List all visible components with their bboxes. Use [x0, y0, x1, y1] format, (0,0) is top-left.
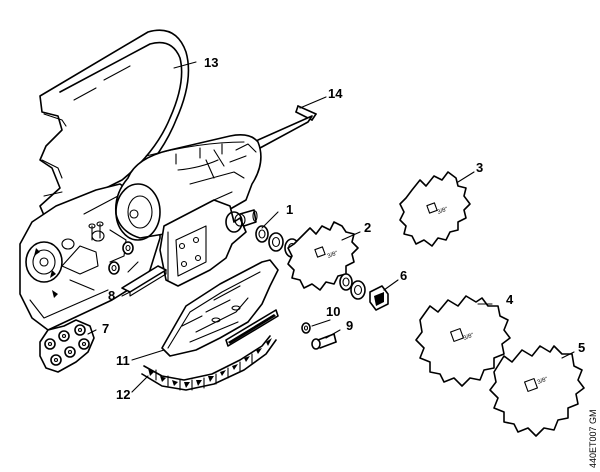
part-7-bracket [39, 319, 95, 373]
callout-13: 13 [204, 55, 218, 70]
callout-6: 6 [400, 268, 407, 283]
part-4-disc: 3/8" [415, 295, 511, 387]
part-6-nut [339, 273, 389, 311]
callout-10: 10 [326, 304, 340, 319]
callout-14: 14 [328, 86, 343, 101]
callout-3: 3 [476, 160, 483, 175]
callout-7: 7 [102, 321, 109, 336]
part-11-guide-bar [161, 259, 279, 357]
part-12-chain [141, 335, 277, 391]
callout-2: 2 [364, 220, 371, 235]
callout-1: 1 [286, 202, 293, 217]
part-9-bolt [311, 333, 337, 350]
disc-2-marking: 3/8" [327, 251, 339, 260]
part-5-disc: 3/8" [489, 345, 585, 437]
callout-11: 11 [116, 353, 130, 368]
part-3-disc: 3/8" [399, 171, 471, 247]
disc-4-marking: 3/8" [463, 333, 475, 342]
part-10-washer [301, 322, 311, 334]
part-8-spacer [108, 241, 167, 297]
callout-4: 4 [506, 292, 514, 307]
leader-lines [87, 61, 575, 393]
drawing-code: 440ET007 GM [588, 409, 598, 468]
callout-8: 8 [108, 288, 115, 303]
callout-5: 5 [578, 340, 585, 355]
gearbox-block [159, 191, 258, 287]
disc-3-marking: 3/8" [437, 207, 449, 216]
callout-12: 12 [116, 387, 130, 402]
callout-9: 9 [346, 318, 353, 333]
disc-5-marking: 3/8" [537, 377, 549, 386]
callout-labels: 13 14 1 2 3 4 5 6 7 8 9 10 11 12 [102, 55, 585, 402]
part-14-wrench [253, 105, 317, 149]
part-13-guard [39, 29, 190, 221]
